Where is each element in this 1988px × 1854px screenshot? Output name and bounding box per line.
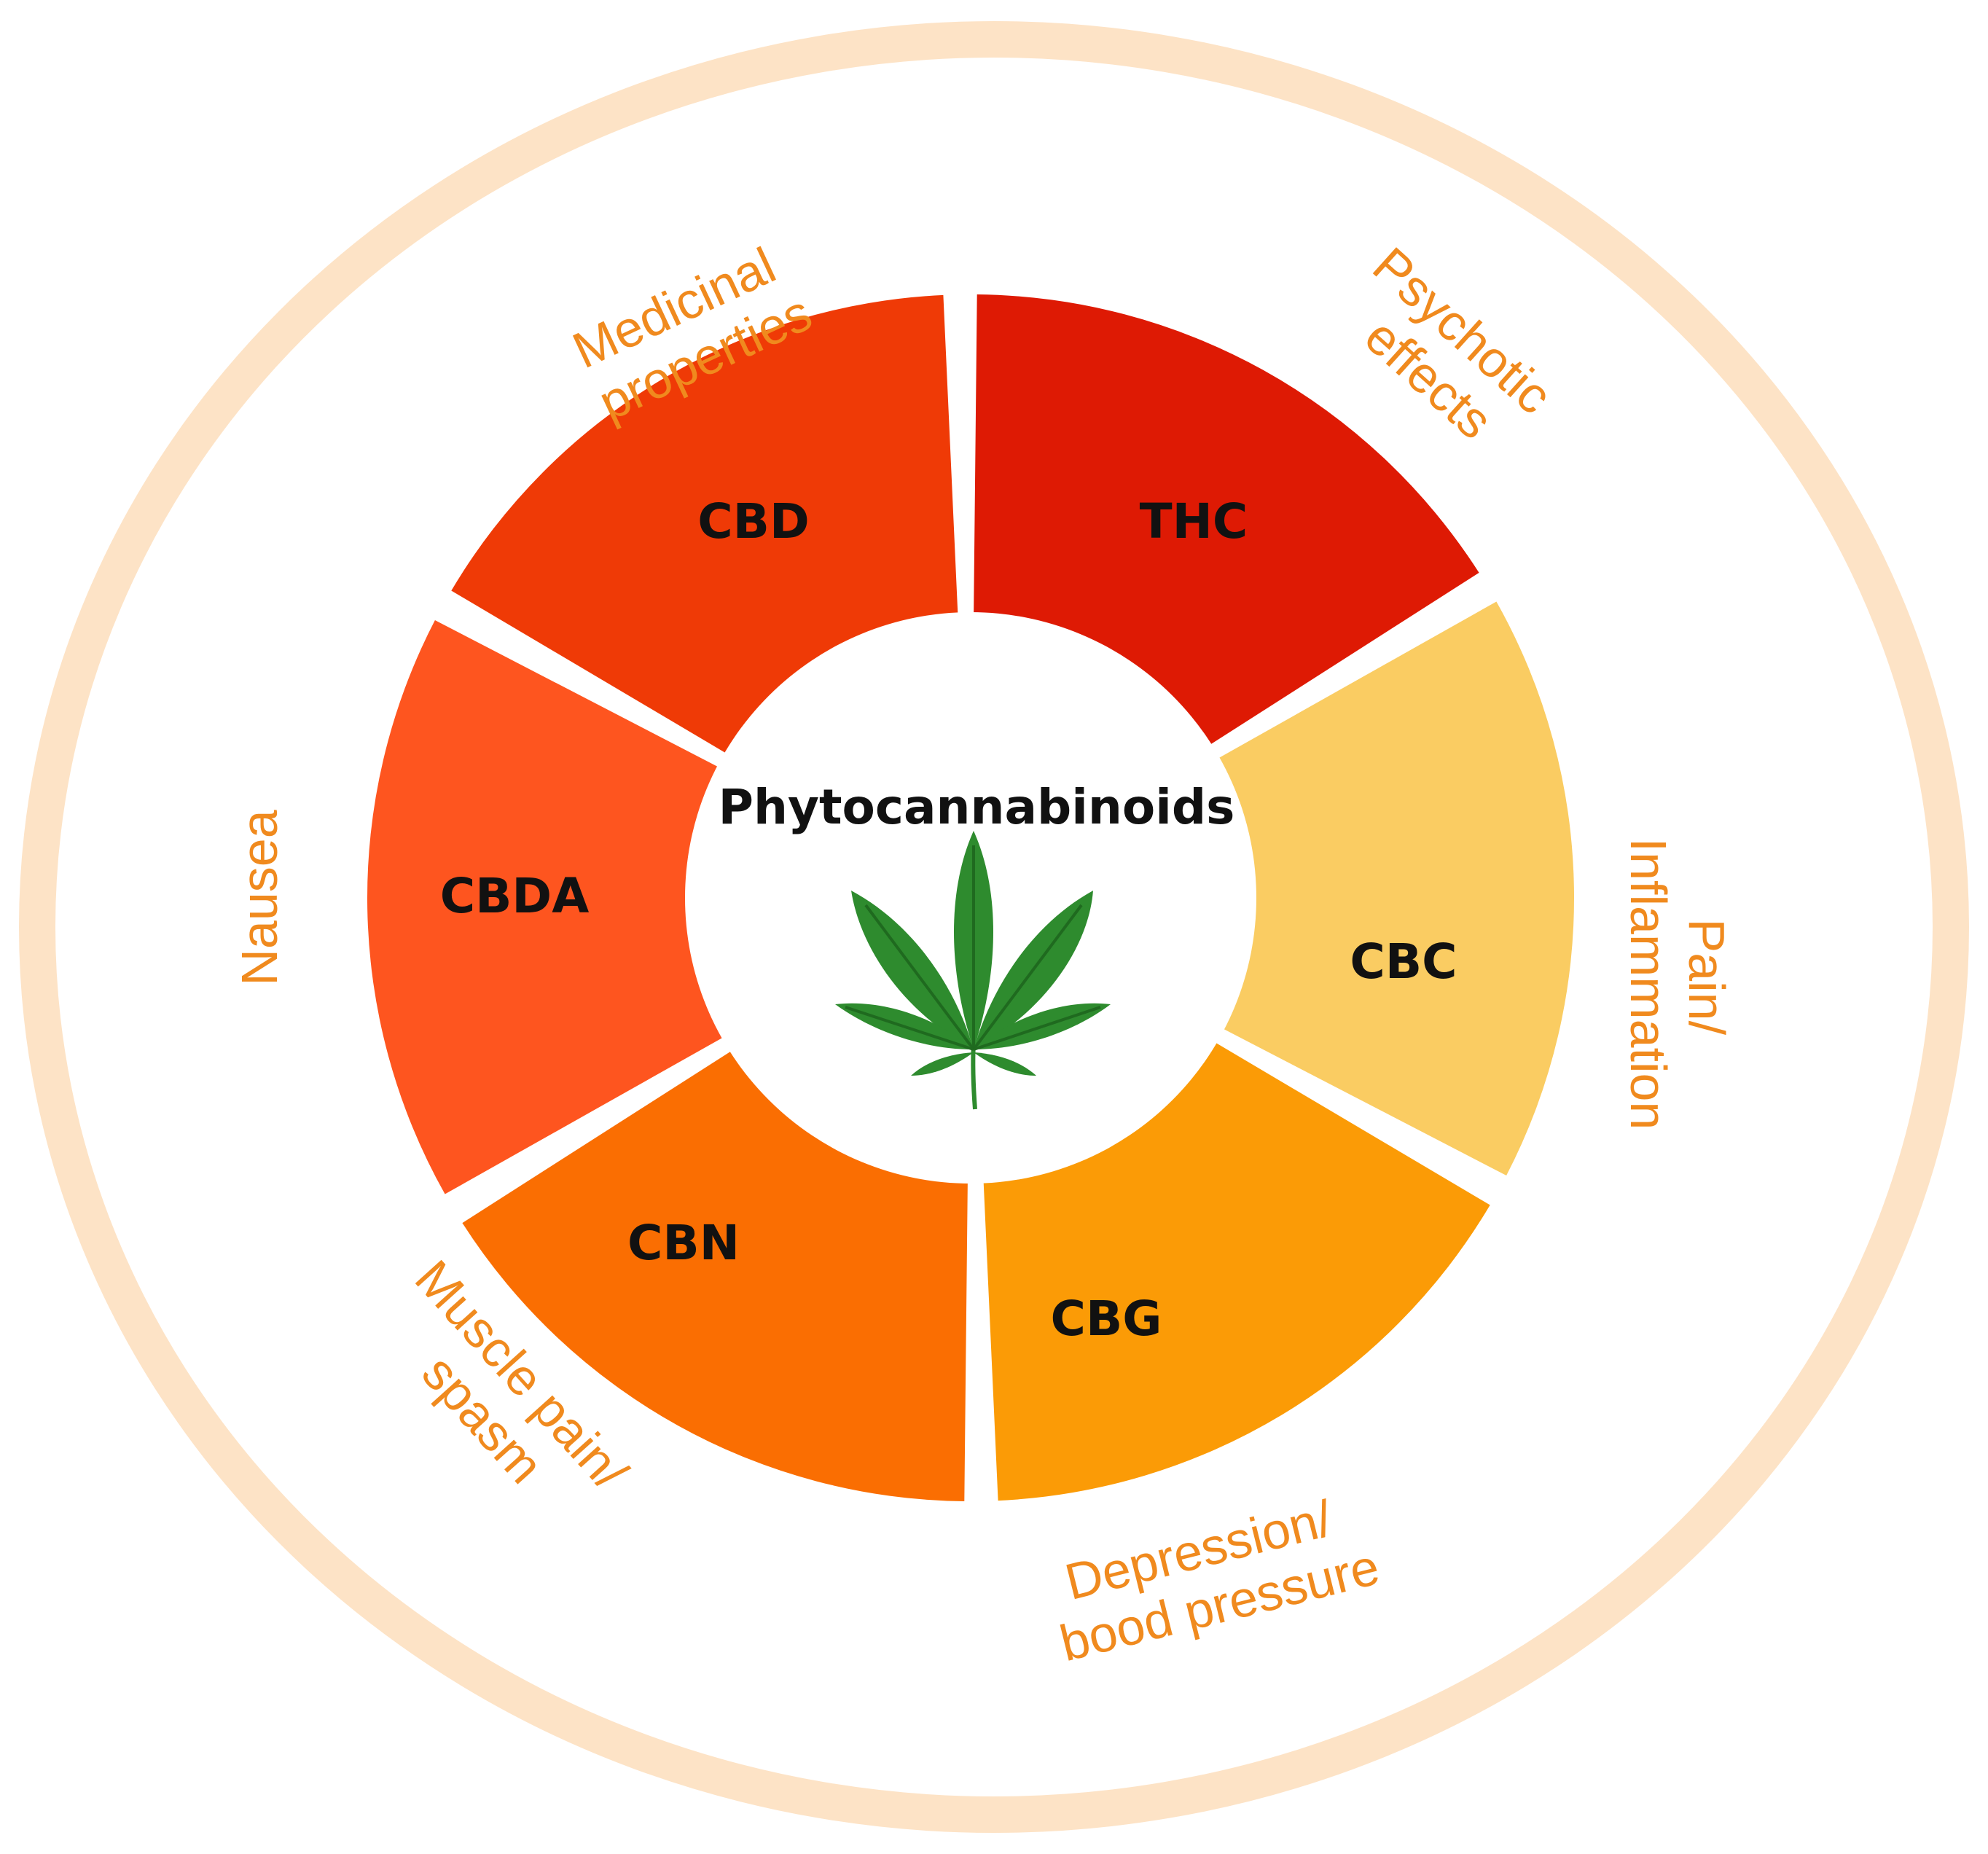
effect-label-cbda: Nausea (231, 810, 288, 985)
segment-label-cbn: CBN (627, 1215, 740, 1271)
segment-cbc (1210, 601, 1575, 1176)
segment-cbg (983, 1038, 1490, 1501)
outer-ring (19, 21, 1969, 1833)
effect-label-cbc: Pain/ Inflammation (1620, 838, 1735, 1130)
segment-label-cbg: CBG (1051, 1291, 1162, 1347)
cannabis-leaf-icon (835, 831, 1111, 1110)
segment-label-cbd: CBD (697, 493, 810, 549)
segment-label-thc: THC (1140, 493, 1248, 549)
segment-cbn (462, 1046, 968, 1501)
segment-thc (974, 294, 1479, 750)
segment-cbd (451, 294, 958, 758)
center-title: Phytocannabinoids (719, 779, 1235, 835)
segment-cbda (367, 620, 731, 1194)
segment-label-cbda: CBDA (440, 868, 590, 924)
effect-label-cbg: Depression/ bood pressure (1041, 1482, 1385, 1673)
segment-label-cbc: CBC (1350, 934, 1457, 990)
segments-layer (367, 294, 1575, 1501)
